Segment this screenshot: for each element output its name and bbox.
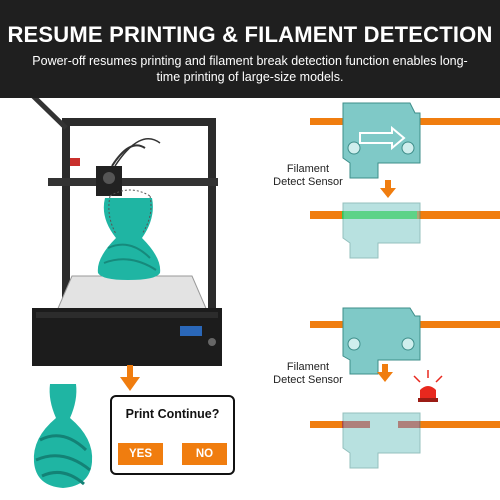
yes-button[interactable]: YES (118, 443, 163, 465)
no-button[interactable]: NO (182, 443, 227, 465)
banner-subtitle: Power-off resumes printing and filament … (32, 54, 468, 84)
header-banner: RESUME PRINTING & FILAMENT DETECTION Pow… (0, 0, 500, 98)
sensor-label-bottom: Filament Detect Sensor (273, 361, 343, 386)
down-arrow-icon (380, 180, 396, 198)
vase-image (33, 384, 93, 488)
down-arrow-icon (120, 365, 140, 391)
print-continue-dialog: Print Continue? YES NO (110, 395, 235, 475)
sensor-bottom (310, 307, 500, 375)
sensor-top (310, 102, 500, 179)
banner-title: RESUME PRINTING & FILAMENT DETECTION (7, 22, 493, 47)
filament-break (310, 412, 500, 469)
down-arrow-icon (377, 364, 393, 382)
sensor-label-top: Filament Detect Sensor (273, 163, 343, 188)
filament-present (310, 202, 500, 259)
printer-image (31, 98, 222, 366)
dialog-title: Print Continue? (125, 407, 220, 421)
alarm-light-icon (413, 370, 443, 402)
sensor-diagrams (310, 102, 500, 469)
